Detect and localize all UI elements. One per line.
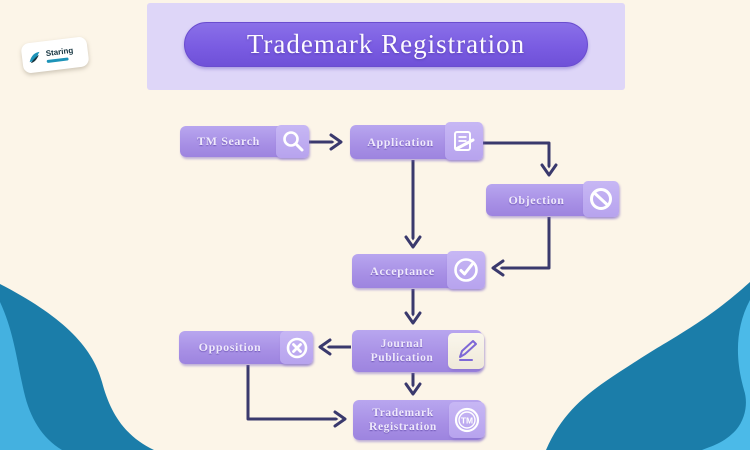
check-circle-icon [447,251,485,289]
flow-node-tm-search: TM Search [180,125,309,158]
wave-right-dark [546,282,750,450]
wave-left-light [0,302,62,450]
edge-application-objection [481,141,560,179]
node-label: Opposition [198,340,262,354]
edge-objection-acceptance [489,217,551,279]
flow-node-acceptance: Acceptance [352,251,485,289]
page-title: Trademark Registration [246,29,526,59]
pen-paper-icon [448,333,484,369]
logo-text: Staring [45,45,74,63]
wave-right-light [702,300,750,450]
logo-tagline-bar [46,56,69,63]
flow-node-journal-publication: Journal Publication [352,330,484,372]
document-pen-icon [445,122,483,160]
wave-left-dark [0,284,154,450]
logo-badge: Staring [20,36,90,74]
node-label: Objection [508,192,565,207]
node-label: TM Search [197,134,260,148]
title-banner-background: Trademark Registration [147,3,625,90]
title-banner: Trademark Registration [184,22,588,67]
flow-node-trademark-registration: Trademark Registration TM [353,400,485,440]
node-label: Journal Publication [370,337,434,364]
logo-brand-text: Staring [45,45,74,58]
flow-node-application: Application [350,122,483,160]
node-label: Application [367,134,434,149]
node-label: Trademark Registration [369,406,437,433]
edge-opposition-registration [246,365,349,430]
svg-text:TM: TM [461,416,473,426]
node-label: Acceptance [370,263,435,278]
bird-icon [29,51,40,64]
x-circle-icon [280,331,313,364]
search-icon [276,125,309,158]
prohibition-icon [583,181,619,217]
flow-node-opposition: Opposition [179,331,313,364]
tm-circle-icon: TM [449,402,485,438]
flow-node-objection: Objection [486,181,619,217]
